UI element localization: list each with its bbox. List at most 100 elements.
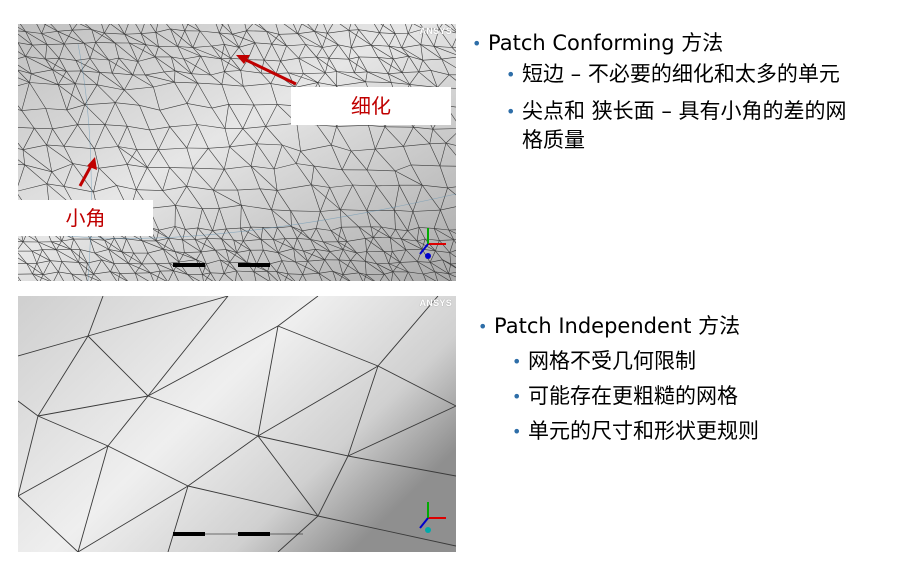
mesh-edge (227, 24, 233, 35)
mesh-edge (288, 72, 318, 83)
mesh-edge (325, 72, 337, 87)
mesh-edge (371, 44, 389, 47)
mesh-edge (135, 24, 142, 34)
mesh-edge (169, 167, 193, 169)
mesh-edge (232, 34, 240, 48)
mesh-edge (51, 171, 65, 187)
mesh-edge (329, 187, 341, 210)
mesh-edge (439, 240, 450, 253)
mesh-edge (94, 252, 115, 264)
mesh-edge (277, 226, 292, 229)
mesh-edge (411, 164, 440, 167)
mesh-edge (163, 248, 180, 263)
mesh-edge (233, 239, 251, 251)
mesh-edge (127, 125, 150, 131)
mesh-edge (300, 150, 315, 167)
mesh-edge (377, 57, 394, 60)
mesh-edge (219, 273, 225, 281)
mesh-edge (277, 184, 312, 191)
mesh-edge (417, 261, 431, 263)
mesh-edge (430, 70, 450, 76)
mesh-edge (184, 30, 194, 48)
mesh-edge (177, 46, 193, 48)
mesh-edge (401, 47, 423, 61)
mesh-edge (395, 229, 408, 231)
mesh-edge (314, 31, 328, 34)
mesh-edge (318, 270, 333, 274)
mesh-edge (174, 70, 192, 74)
mesh-edge (93, 273, 102, 281)
mesh-edge (61, 240, 71, 250)
mesh-edge (374, 126, 386, 150)
mesh-edge (158, 147, 187, 150)
mesh-edge (250, 165, 261, 189)
mesh-edge (177, 30, 185, 47)
mesh-edge (223, 146, 230, 170)
mesh-edge (215, 24, 220, 34)
mesh-edge (83, 42, 109, 61)
mesh-edge (121, 251, 134, 254)
mesh-edge (186, 147, 194, 169)
mesh-edge (226, 227, 241, 230)
mesh-edge (388, 262, 401, 264)
mesh-edge (273, 238, 286, 240)
mesh-edge (142, 240, 164, 250)
mesh-edge (78, 249, 81, 263)
mesh-edge (80, 70, 100, 73)
mesh-edge (336, 71, 355, 74)
mesh-edge (115, 102, 140, 106)
mesh-edge (187, 274, 195, 281)
mesh-edge (229, 143, 257, 148)
mesh-edge (388, 58, 394, 74)
mesh-edge (108, 59, 113, 74)
mesh-edge (225, 249, 230, 263)
mesh-edge (93, 271, 111, 275)
mesh-edge (229, 252, 237, 263)
mesh-edge (42, 260, 51, 275)
mesh-edge (145, 71, 165, 76)
mesh-edge (233, 239, 237, 253)
mesh-edge (297, 24, 302, 34)
mesh-edge (303, 249, 316, 252)
mesh-edge (418, 227, 426, 240)
mesh-edge (303, 73, 319, 83)
mesh-edge (99, 72, 125, 91)
mesh-edge (24, 164, 52, 173)
mesh-edge (117, 126, 128, 147)
mesh-edge (332, 270, 350, 281)
mesh-edge (18, 263, 27, 264)
mesh-edge (26, 263, 33, 275)
mesh-edge (293, 248, 304, 252)
mesh-edge (434, 271, 449, 274)
mesh-edge (184, 251, 202, 253)
mesh-edge (302, 230, 311, 240)
mesh-edge (43, 271, 59, 275)
mesh-edge (441, 58, 450, 75)
mesh-edge (376, 184, 400, 187)
mesh-edge (114, 89, 125, 103)
mesh-edge (145, 44, 156, 58)
mesh-edge (407, 24, 413, 34)
mesh-edge (25, 44, 33, 57)
mesh-edge (391, 82, 410, 85)
mesh-edge (323, 241, 344, 250)
mesh-edge (365, 237, 374, 239)
mesh-edge (315, 211, 321, 229)
mesh-edge (408, 55, 423, 61)
mesh-edge (236, 252, 248, 263)
mesh-edge (422, 273, 427, 281)
mesh-edge (379, 32, 390, 47)
mesh-edge (45, 108, 67, 111)
mesh-edge (403, 143, 430, 147)
mesh-edge (133, 252, 143, 265)
mesh-edge (126, 238, 143, 242)
mesh-edge (236, 249, 251, 253)
mesh-edge (441, 58, 456, 69)
mesh-edge (439, 165, 448, 188)
mesh-edge (114, 42, 120, 59)
mesh-edge (379, 274, 385, 281)
mesh-edge (229, 146, 252, 167)
mesh-edge (322, 44, 339, 48)
mesh-edge (224, 44, 240, 48)
mesh-edge (223, 169, 238, 191)
